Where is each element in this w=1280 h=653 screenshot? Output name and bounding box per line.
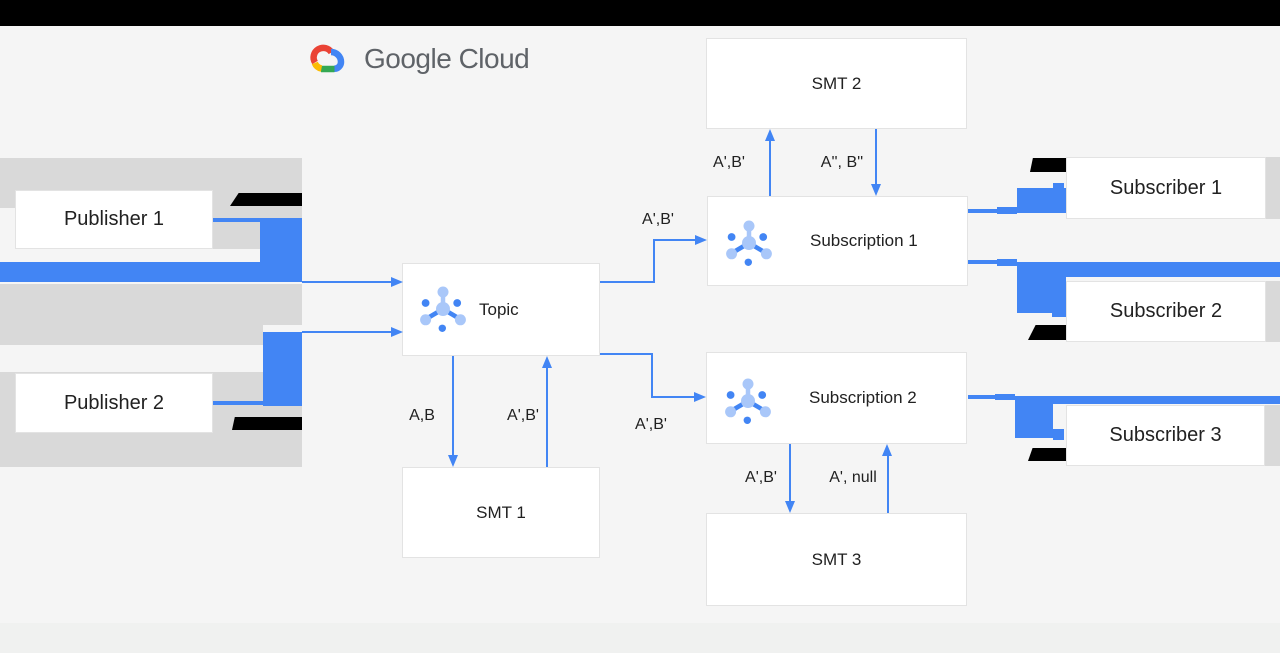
- publisher-1-label: Publisher 1: [63, 208, 165, 230]
- arrow-smt3-to-sub2-head: [882, 444, 892, 456]
- right-blue-notch-3: [1053, 429, 1064, 440]
- right-blue-line-sub1-top: [968, 209, 997, 213]
- arrow-topic-to-sub2-seg2: [651, 353, 653, 398]
- arrow-topic-to-smt1-head: [448, 455, 458, 467]
- right-blue-block-2: [1017, 262, 1066, 313]
- arrow-publisher2-to-topic-head: [391, 327, 403, 337]
- right-blue-step-sub1-top: [997, 207, 1017, 214]
- edge-label-smt2-to-sub1: A'', B'': [820, 154, 864, 171]
- footer-strip: [0, 623, 1280, 653]
- subscriber-1-label: Subscriber 1: [1109, 176, 1223, 199]
- right-gray-strip-3: [1265, 405, 1280, 466]
- right-blue-notch-1: [1053, 183, 1064, 188]
- arrow-publisher2-to-topic-line: [302, 331, 393, 333]
- node-smt-3: SMT 3: [706, 513, 967, 606]
- right-gray-strip-2: [1266, 281, 1280, 342]
- node-publisher-1: Publisher 1: [15, 190, 213, 249]
- arrow-sub1-to-smt2-head: [765, 129, 775, 141]
- arrow-topic-to-sub2-seg1: [600, 353, 653, 355]
- arrow-publisher1-to-topic-head: [391, 277, 403, 287]
- node-subscriber-3: Subscriber 3: [1066, 405, 1265, 466]
- arrow-sub2-to-smt3-line: [789, 444, 791, 502]
- arrow-topic-to-sub1-seg3: [653, 239, 695, 241]
- google-cloud-logo: Google Cloud: [308, 40, 530, 78]
- left-blue-horizontal-band: [0, 262, 260, 282]
- pubsub-subscription-icon: [726, 220, 772, 266]
- edge-label-smt1-to-topic: A',B': [507, 407, 539, 424]
- google-cloud-logo-icon: [310, 44, 345, 72]
- arrow-smt1-to-topic-line: [546, 367, 548, 467]
- edge-label-sub2-to-smt3: A',B': [745, 469, 777, 486]
- right-blue-line-sub2: [968, 395, 995, 399]
- node-topic: Topic: [402, 263, 600, 356]
- right-blue-horizontal-band-2: [1015, 396, 1280, 404]
- pubsub-topic-icon: [420, 286, 466, 332]
- arrow-smt1-to-topic-head: [542, 356, 552, 368]
- arrow-smt2-to-sub1-head: [871, 184, 881, 196]
- edge-label-topic-to-smt1: A,B: [409, 407, 435, 424]
- arrow-topic-to-sub1-seg2: [653, 239, 655, 283]
- left-black-text-fragment-2: [232, 417, 302, 430]
- arrow-topic-to-sub2-seg3: [651, 396, 694, 398]
- smt-3-label: SMT 3: [811, 549, 862, 569]
- arrow-topic-to-sub1-seg1: [600, 281, 655, 283]
- subscriber-3-label: Subscriber 3: [1109, 424, 1222, 446]
- node-smt-2: SMT 2: [706, 38, 967, 129]
- right-black-text-fragment-3: [1028, 448, 1066, 461]
- node-subscription-1: Subscription 1: [707, 196, 968, 286]
- arrow-smt3-to-sub2-line: [887, 455, 889, 513]
- right-black-text-fragment-2: [1028, 325, 1066, 340]
- arrow-smt2-to-sub1-line: [875, 129, 877, 186]
- arrow-sub1-to-smt2-line: [769, 140, 771, 196]
- edge-label-topic-to-sub1: A',B': [642, 211, 674, 228]
- left-blue-block-2: [263, 332, 302, 406]
- right-blue-horizontal-band-1: [1017, 262, 1280, 277]
- right-blue-block-3: [1015, 396, 1053, 438]
- left-blue-block-1: [260, 218, 302, 282]
- left-black-text-fragment-1: [230, 193, 302, 206]
- smt-2-label: SMT 2: [811, 73, 862, 93]
- edge-label-smt3-to-sub2: A', null: [829, 469, 877, 486]
- edge-label-topic-to-sub2: A',B': [635, 416, 667, 433]
- left-gray-band-2-extension: [263, 284, 302, 325]
- top-black-bar: [0, 0, 1280, 26]
- smt-1-label: SMT 1: [476, 502, 526, 522]
- subscription-2-label: Subscription 2: [809, 388, 917, 407]
- right-gray-strip-1: [1266, 157, 1280, 219]
- topic-label: Topic: [479, 299, 519, 319]
- node-subscriber-1: Subscriber 1: [1066, 157, 1266, 219]
- right-blue-step-sub2: [995, 394, 1015, 400]
- node-publisher-2: Publisher 2: [15, 373, 213, 433]
- right-blue-block-1: [1017, 188, 1066, 213]
- edge-label-sub1-to-smt2: A',B': [713, 154, 745, 171]
- right-blue-notch-2: [1052, 308, 1066, 317]
- arrow-publisher1-to-topic-line: [302, 281, 393, 283]
- publisher-2-label: Publisher 2: [63, 391, 165, 414]
- arrow-topic-to-sub2-head: [694, 392, 706, 402]
- right-blue-line-sub1-bottom: [968, 260, 997, 264]
- arrow-topic-to-smt1-line: [452, 356, 454, 457]
- left-gray-band-2: [0, 284, 263, 345]
- right-black-text-fragment-1: [1030, 158, 1066, 172]
- google-cloud-logo-text: Google Cloud: [364, 43, 530, 74]
- right-blue-step-sub1-bottom: [997, 259, 1017, 266]
- subscriber-2-label: Subscriber 2: [1109, 300, 1223, 322]
- left-blue-line-publisher2: [213, 401, 263, 405]
- left-blue-line-publisher1: [213, 218, 260, 222]
- arrow-sub2-to-smt3-head: [785, 501, 795, 513]
- node-smt-1: SMT 1: [402, 467, 600, 558]
- node-subscriber-2: Subscriber 2: [1066, 281, 1266, 342]
- subscription-1-label: Subscription 1: [810, 231, 918, 250]
- arrow-topic-to-sub1-head: [695, 235, 707, 245]
- node-subscription-2: Subscription 2: [706, 352, 967, 444]
- pubsub-subscription-icon: [725, 378, 771, 424]
